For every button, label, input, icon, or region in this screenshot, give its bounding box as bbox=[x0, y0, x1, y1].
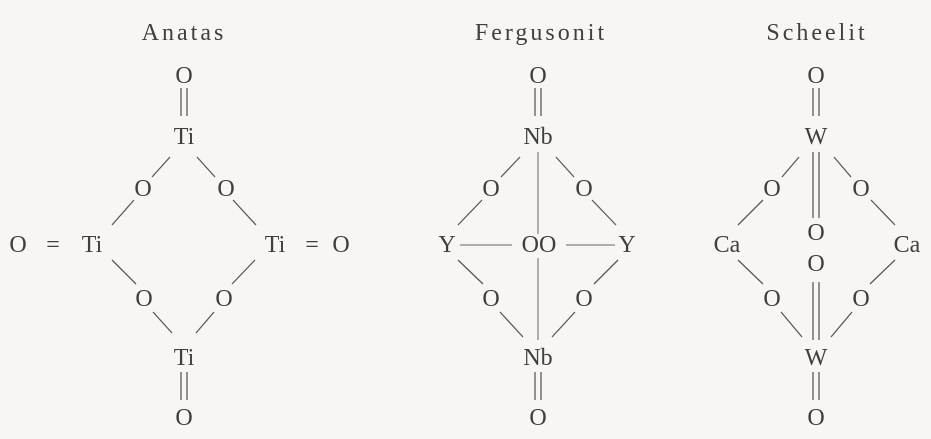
atom-label: O bbox=[807, 251, 824, 277]
fergusonit-structure: Fergusonit O Nb O O Y OO Y O O Nb O bbox=[438, 20, 635, 431]
atom-label: Ca bbox=[714, 232, 741, 258]
atom-label: O bbox=[763, 176, 780, 202]
atom-label: O bbox=[575, 176, 592, 202]
atom-label: Nb bbox=[523, 124, 552, 150]
fergusonit-bond bbox=[457, 199, 483, 226]
scheelit-bond bbox=[780, 311, 803, 338]
atom-label: O bbox=[763, 286, 780, 312]
fergusonit-bond bbox=[555, 156, 575, 178]
atom-label: O bbox=[175, 405, 192, 431]
fergusonit-bond bbox=[457, 259, 484, 285]
scheelit-bond bbox=[870, 199, 896, 226]
anatas-bond bbox=[195, 311, 215, 334]
atom-label: Y bbox=[438, 232, 455, 258]
atom-label: Y bbox=[618, 232, 635, 258]
scheelit-bond bbox=[737, 259, 764, 285]
atom-label: O bbox=[852, 286, 869, 312]
atom-label: O bbox=[852, 176, 869, 202]
scheelit-bond bbox=[737, 199, 764, 226]
fergusonit-bond bbox=[551, 311, 576, 338]
fergusonit-bond bbox=[500, 156, 521, 178]
anatas-bond bbox=[111, 259, 137, 285]
atom-label: O bbox=[9, 232, 26, 258]
atom-label: O bbox=[807, 63, 824, 89]
atom-label: W bbox=[805, 124, 828, 150]
atom-label: OO bbox=[522, 232, 557, 258]
double-bond-symbol: = bbox=[46, 232, 60, 258]
atom-label: O bbox=[135, 286, 152, 312]
anatas-bond bbox=[152, 311, 173, 334]
atom-label: O bbox=[482, 286, 499, 312]
fergusonit-bond bbox=[499, 311, 524, 338]
fergusonit-bond bbox=[591, 199, 617, 226]
atom-label: O bbox=[332, 232, 349, 258]
atom-label: O bbox=[807, 220, 824, 246]
atom-label: Ti bbox=[174, 124, 195, 150]
scheelit-structure: Scheelit O W O O O Ca Ca O O O W O bbox=[714, 20, 921, 431]
atom-label: O bbox=[529, 405, 546, 431]
atom-label: W bbox=[805, 345, 828, 371]
anatas-title: Anatas bbox=[142, 20, 227, 46]
atom-label: O bbox=[807, 405, 824, 431]
atom-label: O bbox=[575, 286, 592, 312]
anatas-bond bbox=[151, 156, 171, 178]
anatas-bond bbox=[196, 156, 216, 178]
scheelit-bond bbox=[830, 311, 853, 338]
atom-label: O bbox=[175, 63, 192, 89]
atom-label: O bbox=[217, 176, 234, 202]
anatas-bond bbox=[111, 199, 135, 226]
double-bond-symbol: = bbox=[305, 232, 319, 258]
atom-label: Ca bbox=[894, 232, 921, 258]
atom-label: O bbox=[529, 63, 546, 89]
atom-label: Ti bbox=[174, 345, 195, 371]
anatas-structure: Anatas O Ti O O O = Ti Ti = O O O Ti O bbox=[9, 20, 349, 431]
atom-label: O bbox=[134, 176, 151, 202]
fergusonit-bond bbox=[593, 259, 619, 285]
anatas-bond bbox=[231, 259, 256, 285]
atom-label: Ti bbox=[82, 232, 103, 258]
scheelit-bond bbox=[781, 156, 800, 178]
scheelit-title: Scheelit bbox=[766, 20, 867, 46]
atom-label: Nb bbox=[523, 345, 552, 371]
fergusonit-title: Fergusonit bbox=[475, 20, 607, 46]
atom-label: O bbox=[215, 286, 232, 312]
scheelit-bond bbox=[869, 259, 896, 285]
anatas-bond bbox=[232, 199, 257, 226]
atom-label: O bbox=[482, 176, 499, 202]
scheelit-bond bbox=[833, 156, 852, 178]
atom-label: Ti bbox=[265, 232, 286, 258]
